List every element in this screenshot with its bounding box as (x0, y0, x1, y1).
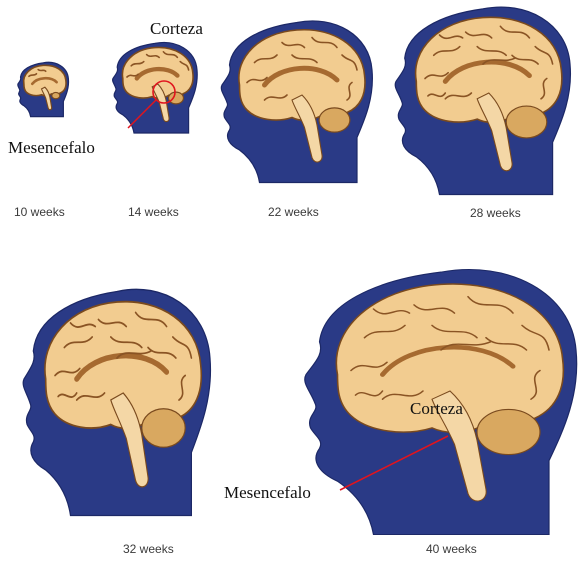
cerebellum-icon (169, 92, 184, 104)
fetal-head-w22 (221, 21, 372, 183)
midbrain-annotation-top: Mesencefalo (8, 138, 95, 158)
fetal-head-w10 (18, 62, 69, 116)
stage-label-10-weeks: 10 weeks (14, 205, 65, 219)
cerebellum-icon (319, 108, 350, 132)
midbrain-annotation-bottom: Mesencefalo (224, 483, 311, 503)
stage-label-40-weeks: 40 weeks (426, 542, 477, 556)
cerebellum-icon (142, 409, 185, 448)
cortex-annotation-top: Corteza (150, 19, 203, 39)
cortex-annotation-bottom: Corteza (410, 399, 463, 419)
fetal-head-w28 (395, 7, 570, 194)
cerebellum-icon (477, 409, 540, 454)
stage-label-14-weeks: 14 weeks (128, 205, 179, 219)
gyrus-fold (38, 70, 46, 72)
fetal-head-w14 (113, 43, 198, 133)
stage-label-32-weeks: 32 weeks (123, 542, 174, 556)
stage-label-28-weeks: 28 weeks (470, 206, 521, 220)
cerebellum-icon (52, 92, 60, 98)
stage-label-22-weeks: 22 weeks (268, 205, 319, 219)
cerebellum-icon (506, 106, 547, 138)
fetal-head-w32 (23, 289, 210, 515)
